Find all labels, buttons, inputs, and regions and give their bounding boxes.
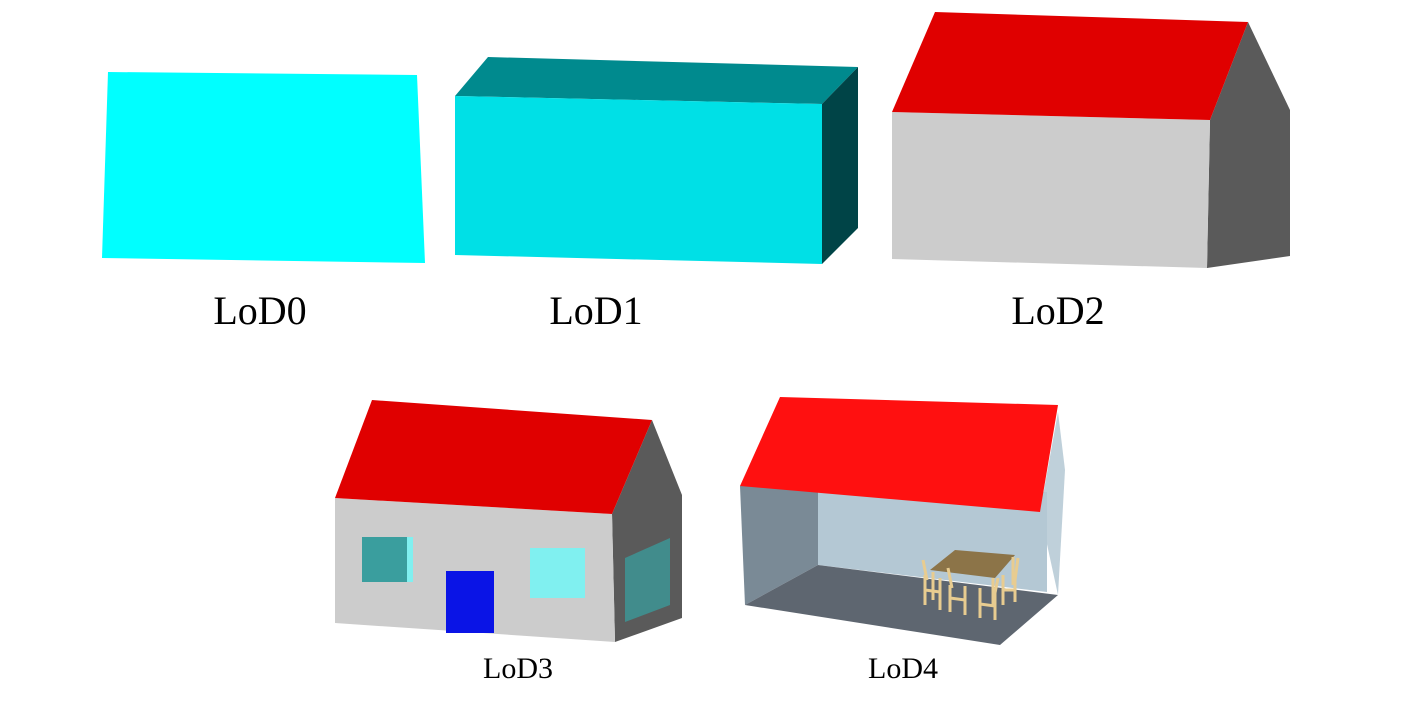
lod4-right-wall	[1040, 412, 1065, 595]
lod4-chair	[978, 577, 1000, 620]
lod0-footprint	[102, 72, 425, 263]
lod4-table-legs	[931, 557, 1015, 606]
lod2-front-wall	[892, 112, 1210, 268]
lod4-chair	[921, 559, 942, 610]
lod2-roofed-building	[892, 12, 1290, 268]
lod4-chairs	[921, 557, 1020, 620]
lod3-front-wall	[335, 498, 615, 642]
lod0-label: LoD0	[213, 288, 307, 333]
lod3-window-right	[530, 548, 585, 598]
lod3-roof	[335, 400, 652, 514]
lod4-roof	[740, 397, 1058, 512]
lod1-top-face	[455, 57, 858, 104]
lod2-roof	[892, 12, 1248, 120]
lod0-face	[102, 72, 425, 263]
lod4-floor	[745, 565, 1058, 645]
lod3-detailed-exterior	[335, 400, 682, 642]
lod1-block-model	[455, 57, 858, 264]
lod2-label: LoD2	[1011, 288, 1105, 333]
lod3-side-window	[625, 538, 670, 622]
lod3-label: LoD3	[483, 652, 553, 685]
lod2-side-wall	[1207, 22, 1290, 268]
lod1-side-face	[822, 67, 858, 264]
lod4-furniture	[921, 550, 1020, 620]
lod4-label: LoD4	[868, 652, 938, 685]
lod3-window-left-light	[407, 537, 413, 582]
lod4-table-top	[930, 550, 1015, 578]
lod4-chair	[1001, 557, 1020, 605]
lod1-front-face	[455, 96, 822, 264]
lod3-door	[446, 571, 494, 633]
lod4-interior-model	[740, 397, 1065, 645]
lod3-window-left-dark	[362, 537, 407, 582]
lod4-chair	[946, 567, 967, 615]
lod1-label: LoD1	[549, 288, 643, 333]
lod4-left-wall	[740, 478, 818, 605]
